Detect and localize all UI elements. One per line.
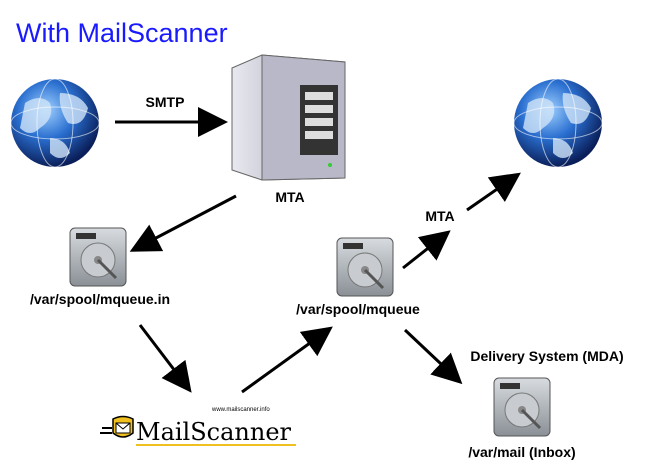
logo-url: www.mailscanner.info — [211, 407, 270, 413]
inbox-label: /var/mail (Inbox) — [468, 444, 575, 460]
diagram-title: With MailScanner — [16, 18, 228, 48]
arrow-to-mda — [403, 328, 463, 385]
mta-out-label: MTA — [425, 208, 454, 224]
arrow-to-mqueue-in — [129, 194, 237, 252]
inbox-disk-icon — [492, 376, 552, 438]
internet-globe-icon — [513, 78, 603, 168]
mta-server-icon — [231, 54, 346, 181]
flow-arrows — [115, 107, 521, 394]
arrow-to-mqueue — [241, 326, 333, 394]
arrow-to-internet — [466, 172, 521, 212]
mqueue-label: /var/spool/mqueue — [296, 301, 420, 317]
mta-server-label: MTA — [275, 189, 304, 205]
mailscanner-logo: www.mailscanner.info MailScanner — [100, 407, 296, 446]
mqueue-disk-icon — [335, 236, 395, 298]
logo-text: MailScanner — [136, 418, 292, 446]
mda-label: Delivery System (MDA) — [470, 348, 623, 364]
arrow-to-mailscanner — [138, 324, 192, 393]
mqueue-in-label: /var/spool/mqueue.in — [30, 291, 170, 307]
mqueue-in-disk-icon — [68, 226, 128, 288]
internet-globe-icon — [10, 78, 100, 168]
arrow-to-mta — [402, 230, 451, 270]
smtp-label: SMTP — [146, 94, 185, 110]
